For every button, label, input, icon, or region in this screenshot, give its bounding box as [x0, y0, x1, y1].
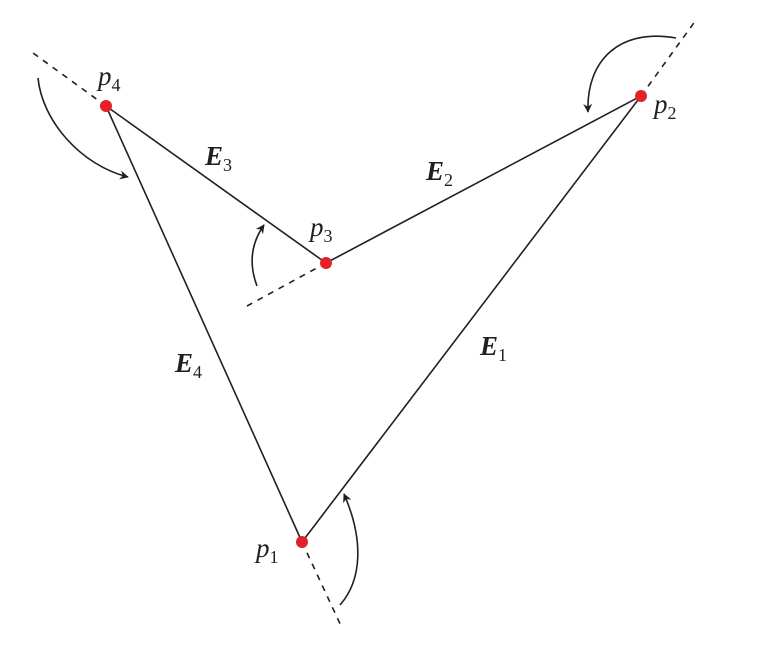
label-e2: E2 — [425, 156, 453, 190]
edge-e3 — [105, 105, 327, 264]
label-p1: p1 — [254, 533, 279, 567]
label-e1: E1 — [479, 331, 507, 365]
edge-e2 — [325, 95, 642, 264]
label-e4: E4 — [174, 348, 202, 382]
turn-arrow-p3 — [251, 224, 265, 287]
extension-e4 — [301, 541, 343, 629]
turn-arrow-p4 — [37, 77, 129, 180]
label-e3: E3 — [204, 141, 232, 175]
extension-e1 — [640, 19, 697, 97]
extension-e3 — [32, 52, 107, 107]
label-p4: p4 — [96, 61, 121, 95]
label-p2: p2 — [652, 89, 677, 123]
extension-e2 — [246, 262, 327, 307]
edge-e4 — [105, 105, 303, 543]
vertex-p3 — [320, 257, 332, 269]
vertex-p2 — [635, 90, 647, 102]
edge-e1 — [301, 95, 642, 543]
turn-arrow-p2 — [583, 35, 677, 113]
label-p3: p3 — [308, 212, 333, 246]
vertex-p4 — [100, 100, 112, 112]
vertex-p1 — [296, 536, 308, 548]
turn-arrow-p1 — [339, 493, 359, 606]
